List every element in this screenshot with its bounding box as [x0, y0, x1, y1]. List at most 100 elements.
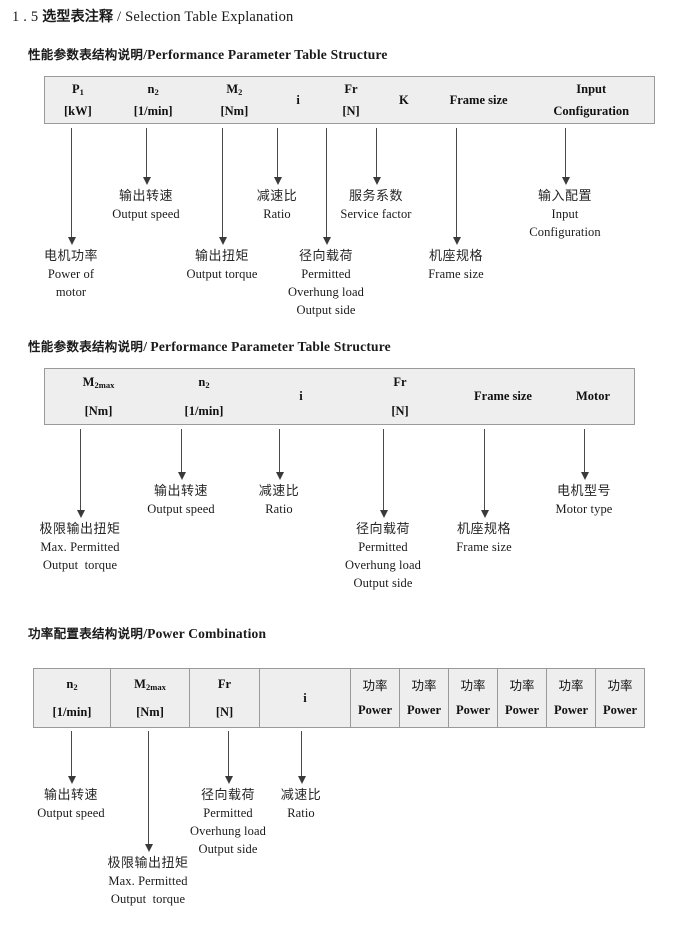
table2-col-frame-size: Frame size [454, 369, 552, 424]
section-heading-2-english: Performance Parameter Table Structure [150, 339, 391, 354]
table3-col-power-5: 功率 Power [546, 669, 595, 727]
page-title-chinese: 选型表注释 [42, 9, 114, 25]
section-heading-2-separator: / [143, 339, 148, 354]
section-heading-1-separator: / [143, 47, 148, 62]
annotation-permitted-overhung-load-2: 径向载荷 Permitted Overhung load Output side [345, 522, 421, 590]
arrow-to-frame-size [452, 128, 461, 245]
page-title-english: Selection Table Explanation [125, 9, 294, 25]
annotation-motor-type: 电机型号 Motor type [555, 484, 613, 517]
table1-col-fr: Fr [N] [323, 77, 379, 123]
arrow-to-service-factor [372, 128, 381, 185]
table1-col-frame-size: Frame size [429, 77, 529, 123]
table3-col-power-1: 功率 Power [350, 669, 399, 727]
table2-col-n2-symbol: n [198, 374, 206, 389]
page-title-separator: / [117, 9, 122, 25]
table3-col-fr-symbol: Fr [217, 677, 232, 692]
arrow-to-max-permitted-output-torque [76, 429, 85, 518]
arrow-to-ratio [273, 128, 282, 185]
table3-col-n2-symbol: n [66, 677, 74, 692]
table2-col-n2-subscript: 2 [205, 379, 210, 390]
annotation-power-of-motor: 电机功率 Power of motor [43, 249, 99, 300]
annotation-service-factor: 服务系数 Service factor [340, 189, 412, 222]
arrow-to-permitted-overhung-load [322, 128, 331, 245]
table3-col-power-4: 功率 Power [497, 669, 546, 727]
section-heading-3-chinese: 功率配置表结构说明 [28, 626, 144, 641]
table3-col-power-4-chinese: 功率 [509, 678, 535, 694]
table2-col-m2max-symbol: M [82, 374, 95, 389]
table2-col-m2max: M2max [Nm] [45, 369, 152, 424]
annotation-ratio: 减速比 Ratio [256, 189, 298, 222]
annotation-frame-size-2: 机座规格 Frame size [456, 522, 512, 555]
section-heading-1-chinese: 性能参数表结构说明 [28, 47, 144, 62]
table3-col-power-5-chinese: 功率 [558, 678, 584, 694]
table2-col-motor-label: Motor [575, 389, 610, 404]
arrow-to-max-permitted-output-torque-3 [144, 731, 153, 852]
section-heading-1-english: Performance Parameter Table Structure [147, 47, 388, 62]
annotation-output-speed: 输出转速 Output speed [112, 189, 180, 222]
table1-col-p1: P1 [kW] [45, 77, 111, 123]
annotation-permitted-overhung-load: 径向载荷 Permitted Overhung load Output side [288, 249, 364, 317]
table3-col-m2max-symbol: M [134, 677, 146, 692]
annotation-frame-size: 机座规格 Frame size [428, 249, 484, 282]
table3-col-power-6-chinese: 功率 [607, 678, 633, 694]
annotation-output-torque: 输出扭矩 Output torque [186, 249, 258, 282]
arrow-to-permitted-overhung-load-2 [379, 429, 388, 518]
table3-col-fr: Fr [N] [189, 669, 259, 727]
table3-col-n2-unit: [1/min] [52, 704, 92, 719]
table2-col-motor: Motor [552, 369, 634, 424]
annotation-output-speed-3: 输出转速 Output speed [37, 788, 105, 821]
table3-col-power-5-english: Power [553, 702, 588, 717]
table1-col-fr-unit: [N] [342, 103, 360, 118]
arrow-to-output-torque [218, 128, 227, 245]
section-heading-3-separator: / [143, 626, 148, 641]
table2-col-fr: Fr [N] [346, 369, 454, 424]
table3-col-power-1-english: Power [357, 702, 392, 717]
table3-col-n2: n2 [1/min] [34, 669, 110, 727]
performance-parameter-table-2: M2max [Nm] n2 [1/min] i Fr [N] Frame siz… [44, 368, 635, 425]
table1-col-m2-symbol: M [226, 82, 239, 97]
page-title-number: 1 . 5 [12, 9, 39, 25]
table3-col-power-6-english: Power [602, 702, 637, 717]
table1-col-n2-subscript: 2 [154, 87, 159, 98]
arrow-to-permitted-overhung-load-3 [224, 731, 233, 784]
table3-col-m2max-unit: [Nm] [136, 704, 164, 719]
table3-col-power-2-english: Power [406, 702, 441, 717]
arrow-to-frame-size-2 [480, 429, 489, 518]
table3-col-power-6: 功率 Power [595, 669, 644, 727]
arrow-to-output-speed [142, 128, 151, 185]
table1-col-p1-subscript: 1 [79, 87, 84, 98]
table1-col-input-configuration-line1: Input [576, 82, 607, 97]
table1-col-p1-symbol: P [71, 82, 80, 97]
table2-col-n2: n2 [1/min] [152, 369, 256, 424]
section-heading-3: 功率配置表结构说明/Power Combination [28, 623, 266, 642]
table1-col-i-symbol: i [296, 92, 300, 107]
table1-col-n2-symbol: n [147, 82, 155, 97]
table1-col-m2-unit: [Nm] [220, 103, 249, 118]
power-combination-table: n2 [1/min] M2max [Nm] Fr [N] i 功率 Power … [33, 668, 645, 728]
table3-col-fr-unit: [N] [215, 704, 234, 719]
annotation-ratio-2: 减速比 Ratio [258, 484, 300, 517]
table1-col-k-symbol: K [398, 92, 409, 107]
table2-col-i: i [256, 369, 346, 424]
table3-col-m2max-subscript: 2max [145, 682, 166, 693]
table1-col-m2-subscript: 2 [238, 87, 243, 98]
table1-col-m2: M2 [Nm] [196, 77, 274, 123]
table2-col-m2max-unit: [Nm] [84, 404, 113, 419]
table3-col-power-3-english: Power [455, 702, 490, 717]
section-heading-1: 性能参数表结构说明/Performance Parameter Table St… [28, 44, 388, 63]
arrow-to-ratio-2 [275, 429, 284, 480]
section-heading-2-chinese: 性能参数表结构说明 [28, 339, 144, 354]
table3-col-m2max: M2max [Nm] [110, 669, 189, 727]
arrow-to-output-speed-3 [67, 731, 76, 784]
table1-col-n2-unit: [1/min] [133, 103, 173, 118]
table1-col-i: i [273, 77, 323, 123]
annotation-permitted-overhung-load-3: 径向载荷 Permitted Overhung load Output side [190, 788, 266, 856]
table1-col-fr-symbol: Fr [344, 82, 358, 97]
arrow-to-input-configuration [561, 128, 570, 185]
table3-col-power-1-chinese: 功率 [362, 678, 388, 694]
arrow-to-ratio-3 [297, 731, 306, 784]
annotation-output-speed-2: 输出转速 Output speed [147, 484, 215, 517]
table1-col-input-configuration: Input Configuration [528, 77, 654, 123]
arrow-to-power-of-motor [67, 128, 76, 245]
table3-col-n2-subscript: 2 [73, 682, 78, 693]
